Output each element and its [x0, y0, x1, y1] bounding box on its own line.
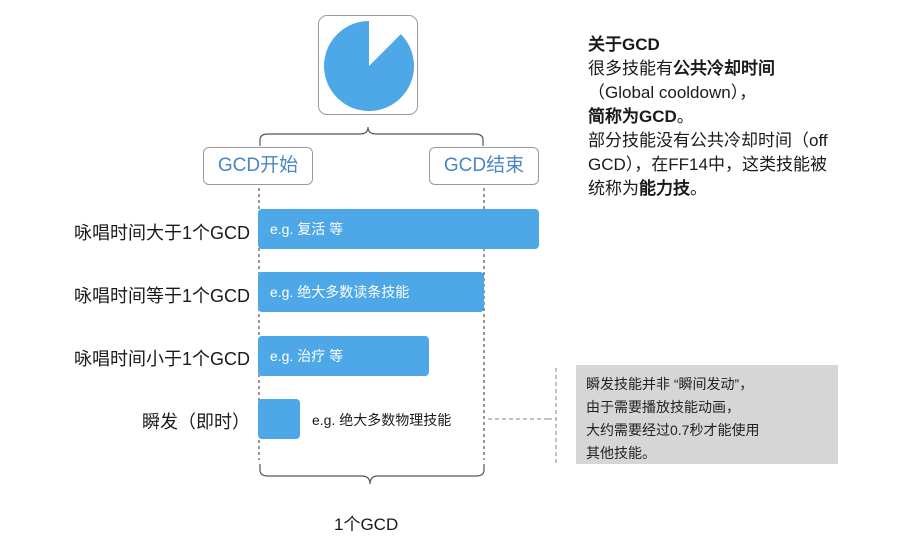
row-label-instant: 瞬发（即时）: [142, 412, 250, 432]
top-brace: [259, 126, 484, 146]
bar-shorter-cast: e.g. 治疗 等: [258, 336, 429, 376]
bottom-brace: [259, 464, 485, 485]
instant-example: e.g. 绝大多数物理技能: [312, 412, 452, 428]
row-label-shorter-cast: 咏唱时间小于1个GCD: [73, 349, 250, 369]
gcd-start-label: GCD开始: [203, 147, 313, 185]
one-gcd-label: 1个GCD: [334, 515, 399, 534]
bar-instant: [258, 399, 300, 439]
row-label-equal-cast: 咏唱时间等于1个GCD: [73, 286, 250, 306]
bar-equal-cast: e.g. 绝大多数读条技能: [258, 272, 484, 312]
gcd-end-label: GCD结束: [429, 147, 539, 185]
bar-longer-cast: e.g. 复活 等: [258, 209, 539, 249]
instant-cast-note: 瞬发技能并非 “瞬间发动”， 由于需要播放技能动画， 大约需要经过0.7秒才能使…: [576, 365, 838, 464]
info-title: 关于GCD: [588, 35, 660, 54]
gcd-clock-icon: [318, 15, 418, 115]
clock-pie: [324, 21, 415, 111]
gcd-info-panel: 关于GCD 很多技能有公共冷却时间 （Global cooldown）， 简称为…: [588, 35, 828, 198]
row-label-longer-cast: 咏唱时间大于1个GCD: [73, 223, 250, 243]
